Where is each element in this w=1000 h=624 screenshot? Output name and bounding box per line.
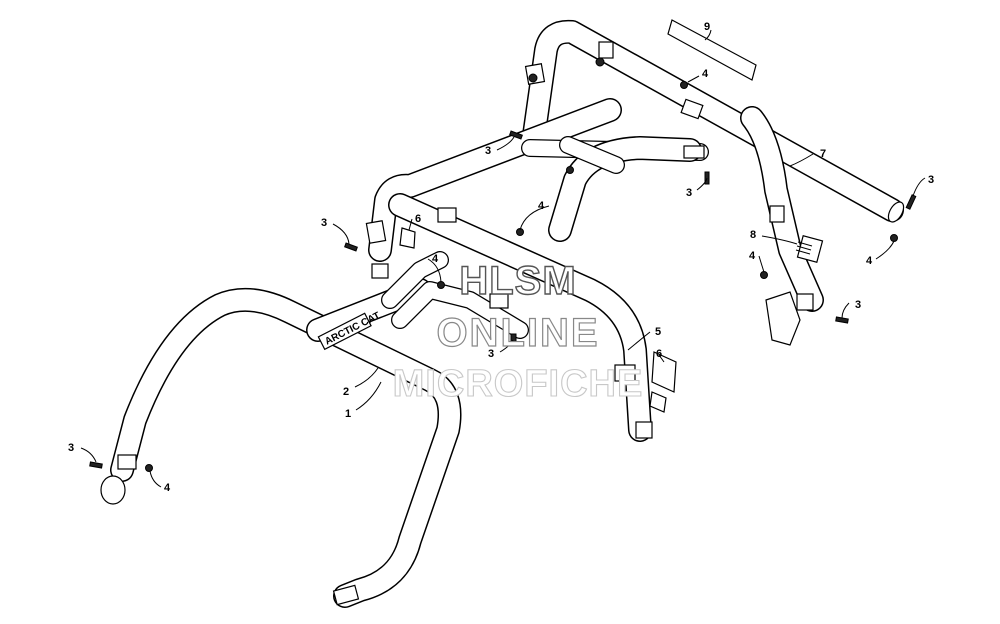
side-bar: [388, 193, 652, 442]
callout-9: 9: [704, 21, 710, 33]
front-hoop: [110, 251, 462, 608]
callout-4: 4: [702, 68, 709, 80]
callout-4: 4: [538, 200, 545, 212]
callout-4: 4: [432, 253, 439, 265]
mid-left-hoop: [391, 281, 529, 339]
middle-cross-structure: [368, 98, 709, 262]
callout-4: 4: [866, 255, 873, 267]
callout-3: 3: [485, 145, 491, 157]
callout-6: 6: [656, 348, 662, 360]
callout-3: 3: [68, 442, 74, 454]
callout-8: 8: [750, 229, 756, 241]
callout-7: 7: [820, 148, 826, 160]
watermark-line-2: ONLINE: [436, 311, 599, 355]
rear-top-bar: [522, 19, 905, 312]
callout-4: 4: [164, 482, 171, 494]
watermark-line-3: MICROFICHE: [393, 363, 644, 405]
callout-1: 1: [345, 408, 351, 420]
watermark-line-1: HLSM: [459, 259, 576, 303]
callout-3: 3: [928, 174, 934, 186]
leader-lines: [80, 29, 926, 488]
callout-3: 3: [855, 299, 861, 311]
clamp-brackets: [100, 41, 824, 606]
callout-labels: 1 2 3 3 3 3 3 3 3 4 4 4 4 4 4 5 6 6 7 8 …: [68, 21, 934, 494]
callout-3: 3: [321, 217, 327, 229]
callout-5: 5: [655, 326, 661, 338]
plates-and-hardware: [89, 19, 917, 472]
callout-4: 4: [749, 250, 756, 262]
callout-2: 2: [343, 386, 349, 398]
callout-3: 3: [686, 187, 692, 199]
watermark: HLSM ONLINE MICROFICHE: [392, 258, 644, 405]
callout-6: 6: [415, 213, 421, 225]
callout-3: 3: [488, 348, 494, 360]
